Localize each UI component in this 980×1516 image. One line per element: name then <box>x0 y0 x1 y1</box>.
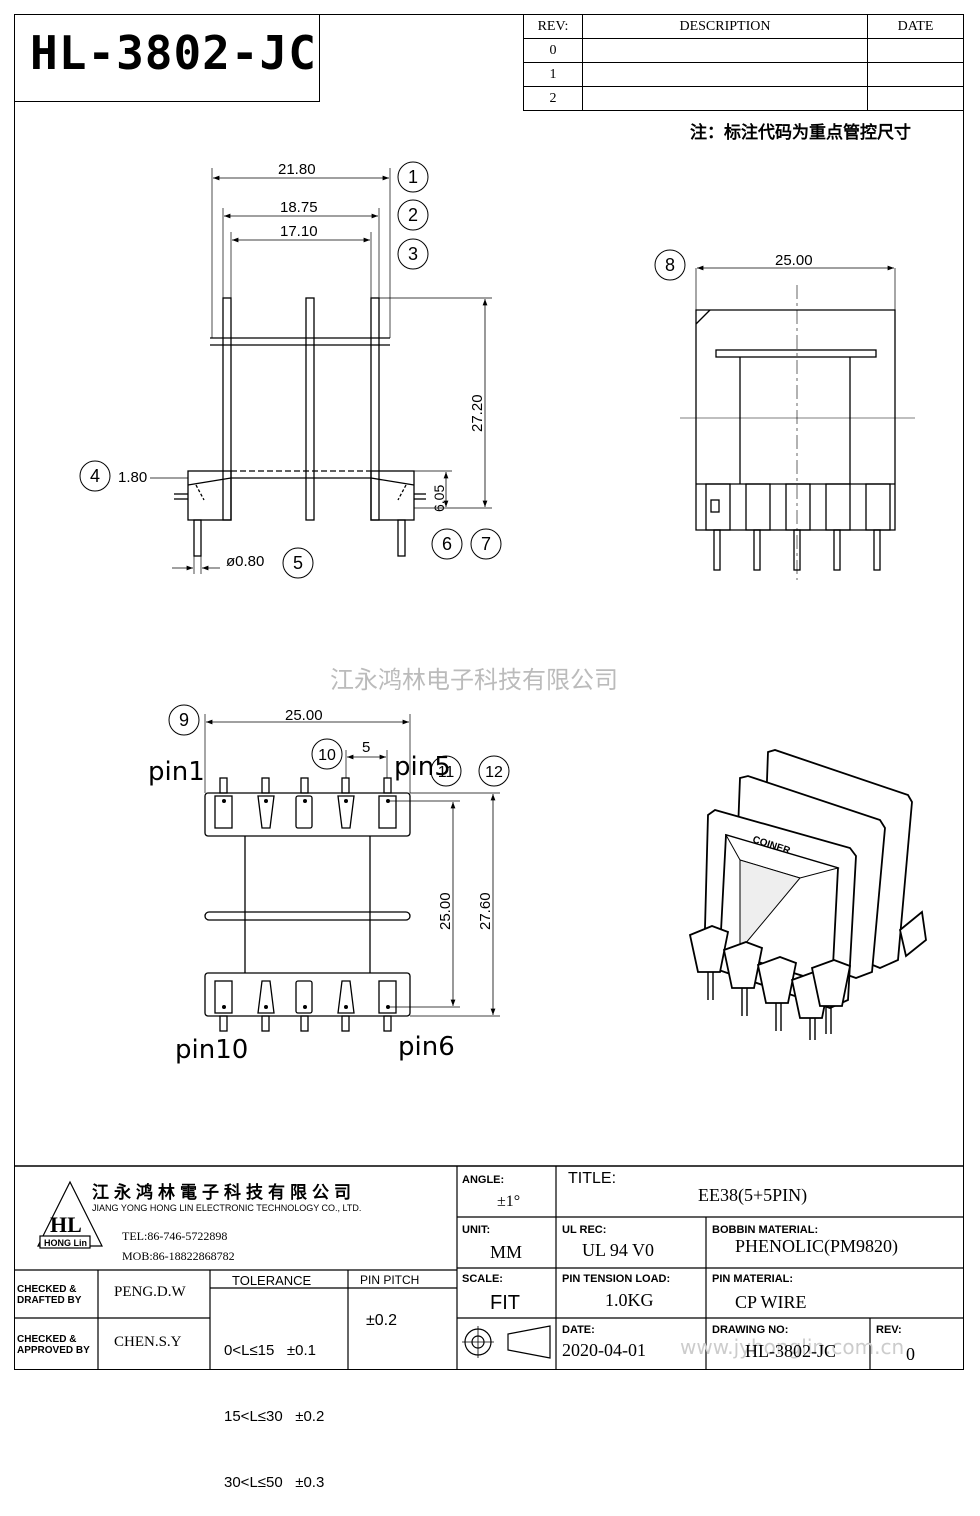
scale-value: FIT <box>490 1292 520 1314</box>
dim-label: 27.60 <box>477 892 494 930</box>
company-name-en: JIANG YONG HONG LIN ELECTRONIC TECHNOLOG… <box>92 1203 362 1213</box>
dim-label: 25.00 <box>285 707 323 724</box>
company-name-cn: 江永鸿林電子科技有限公司 <box>92 1183 356 1203</box>
dim-label: 25.00 <box>437 892 454 930</box>
front-view-callouts <box>79 161 502 579</box>
callout-number: 5 <box>293 553 303 573</box>
dim-label: 27.20 <box>469 394 486 432</box>
part-number: HL-3802-JC <box>30 26 317 80</box>
scale-label: SCALE: <box>462 1273 503 1285</box>
drawing-no-label: DRAWING NO: <box>712 1324 789 1336</box>
callout-number: 3 <box>408 244 418 264</box>
pin-label: pin10 <box>175 1035 248 1065</box>
pin-material-value: CP WIRE <box>735 1292 807 1312</box>
angle-value: ±1° <box>497 1193 521 1210</box>
drafter-name: PENG.D.W <box>114 1284 186 1300</box>
dim-label: 18.75 <box>280 199 318 216</box>
unit-value: MM <box>490 1242 523 1262</box>
callout-number: 9 <box>179 710 189 730</box>
revision-table: REV: DESCRIPTION DATE 0 1 2 <box>523 14 964 111</box>
checked-approved-label: CHECKED & APPROVED BY <box>17 1334 90 1356</box>
part-number-box <box>14 14 320 102</box>
rev-row: 1 <box>523 62 583 87</box>
dim-label: 5 <box>362 739 370 756</box>
callout-number: 7 <box>481 534 491 554</box>
tolerance-label: TOLERANCE <box>232 1273 312 1288</box>
pin-label: pin1 <box>148 757 205 787</box>
ul-label: UL REC: <box>562 1224 607 1236</box>
callout-number: 11 <box>438 764 455 781</box>
tolerance-row: 0<L≤15 ±0.1 <box>224 1342 316 1359</box>
bobbin-label: BOBBIN MATERIAL: <box>712 1224 819 1236</box>
title-block-grid <box>14 1165 964 1370</box>
tolerance-list: 0<L≤15 ±0.1 15<L≤30 ±0.2 30<L≤50 ±0.3 <box>224 1296 324 1516</box>
checked-drafted-label: CHECKED & DRAFTED BY <box>17 1284 82 1306</box>
dim-label: 17.10 <box>280 223 318 240</box>
technical-drawing: 21.80 18.75 17.10 1.80 ø0.80 27.20 6.05 … <box>14 161 964 1370</box>
pin-pitch-label: PIN PITCH <box>360 1273 420 1287</box>
pin-label: pin6 <box>398 1032 455 1062</box>
rev-row: 2 <box>523 86 583 111</box>
tolerance-row: 30<L≤50 ±0.3 <box>224 1474 325 1491</box>
description-header: DESCRIPTION <box>582 14 868 39</box>
callout-number: 1 <box>408 167 418 187</box>
pin-pitch-value: ±0.2 <box>366 1312 398 1329</box>
tension-label: PIN TENSION LOAD: <box>562 1273 671 1285</box>
callout-number: 12 <box>485 764 503 781</box>
title-value: EE38(5+5PIN) <box>698 1185 808 1205</box>
watermark-url: www.jyhonglin.com.cn <box>680 1335 905 1359</box>
dim-label: ø0.80 <box>226 553 264 570</box>
callout-number: 6 <box>442 534 452 554</box>
date-label: DATE: <box>562 1324 595 1336</box>
company-tel: TEL:86-746-5722898 <box>122 1229 228 1243</box>
watermark: 江永鸿林电子科技有限公司 <box>330 666 618 694</box>
dim-label: 21.80 <box>278 161 316 178</box>
drawing-frame <box>14 14 964 1370</box>
logo-letters: HL <box>50 1212 82 1237</box>
approver-name: CHEN.S.Y <box>114 1334 182 1350</box>
callout-number: 10 <box>318 747 336 764</box>
tension-value: 1.0KG <box>605 1290 654 1310</box>
unit-label: UNIT: <box>462 1224 491 1236</box>
drawing-no-value: HL-3802-JC <box>745 1341 836 1361</box>
dim-label: 1.80 <box>118 469 147 486</box>
company-mob: MOB:86-18822868782 <box>122 1249 235 1263</box>
pin-label: pin5 <box>394 752 451 782</box>
logo-sub: HONG Lin <box>44 1238 87 1248</box>
ul-value: UL 94 V0 <box>582 1240 654 1260</box>
control-note: 注：标注代码为重点管控尺寸 <box>690 123 911 143</box>
date-value: 2020-04-01 <box>562 1340 646 1360</box>
front-view-labels: 21.80 18.75 17.10 1.80 ø0.80 27.20 6.05 <box>118 161 486 570</box>
callout-number: 8 <box>665 255 675 275</box>
date-header: DATE <box>867 14 964 39</box>
title-label: TITLE: <box>568 1170 617 1187</box>
tolerance-row: 15<L≤30 ±0.2 <box>224 1408 325 1425</box>
dim-label: 25.00 <box>775 252 813 269</box>
bobbin-value: PHENOLIC(PM9820) <box>735 1236 899 1256</box>
dim-label: 6.05 <box>431 485 447 512</box>
rev-value: 0 <box>906 1344 915 1364</box>
isometric-view <box>688 749 927 1040</box>
callout-number: 2 <box>408 205 418 225</box>
rev-row: 0 <box>523 38 583 63</box>
rev-label: REV: <box>876 1324 902 1336</box>
bottom-view <box>168 704 510 1032</box>
front-view-callout-numbers: 1 2 3 4 5 6 7 <box>90 167 491 573</box>
side-view <box>654 249 915 580</box>
angle-label: ANGLE: <box>462 1174 505 1186</box>
pin-material-label: PIN MATERIAL: <box>712 1273 794 1285</box>
callout-number: 4 <box>90 466 100 486</box>
front-view <box>150 168 492 574</box>
